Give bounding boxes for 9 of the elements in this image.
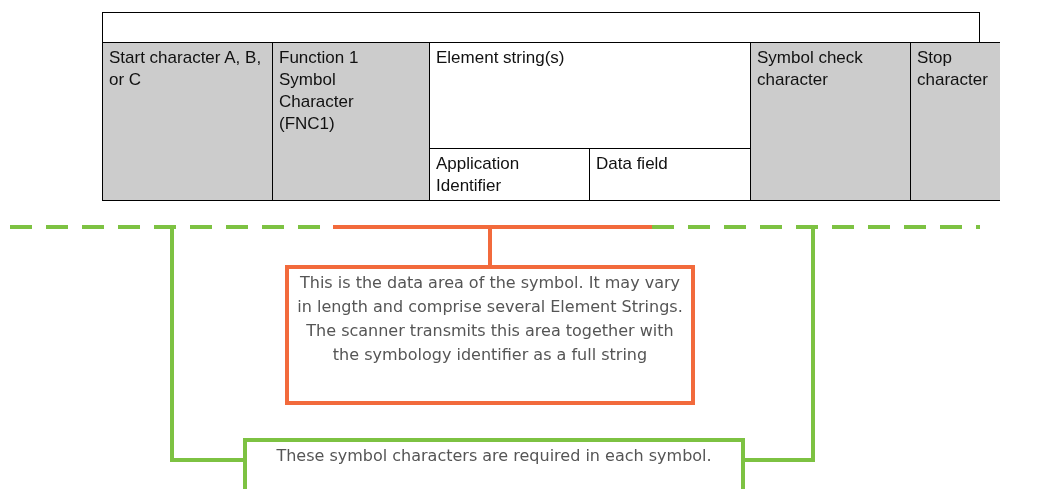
leader-line [745,227,815,462]
table-cell: Symbol check character [750,42,911,201]
table-cell: Function 1 Symbol Character (FNC1) [272,42,430,201]
callout-box: These symbol characters are required in each symbol. [243,438,745,489]
callout-box: This is the data area of the symbol. It may vary in length and comprise several Element Strings. The scanner transmits this area together with the symbology identifier as a full string [285,265,695,405]
leader-line [170,227,243,462]
table-cell: Stop character [910,42,1000,201]
table-cell: Start character A, B, or C [102,42,273,201]
leader-line [488,227,492,265]
